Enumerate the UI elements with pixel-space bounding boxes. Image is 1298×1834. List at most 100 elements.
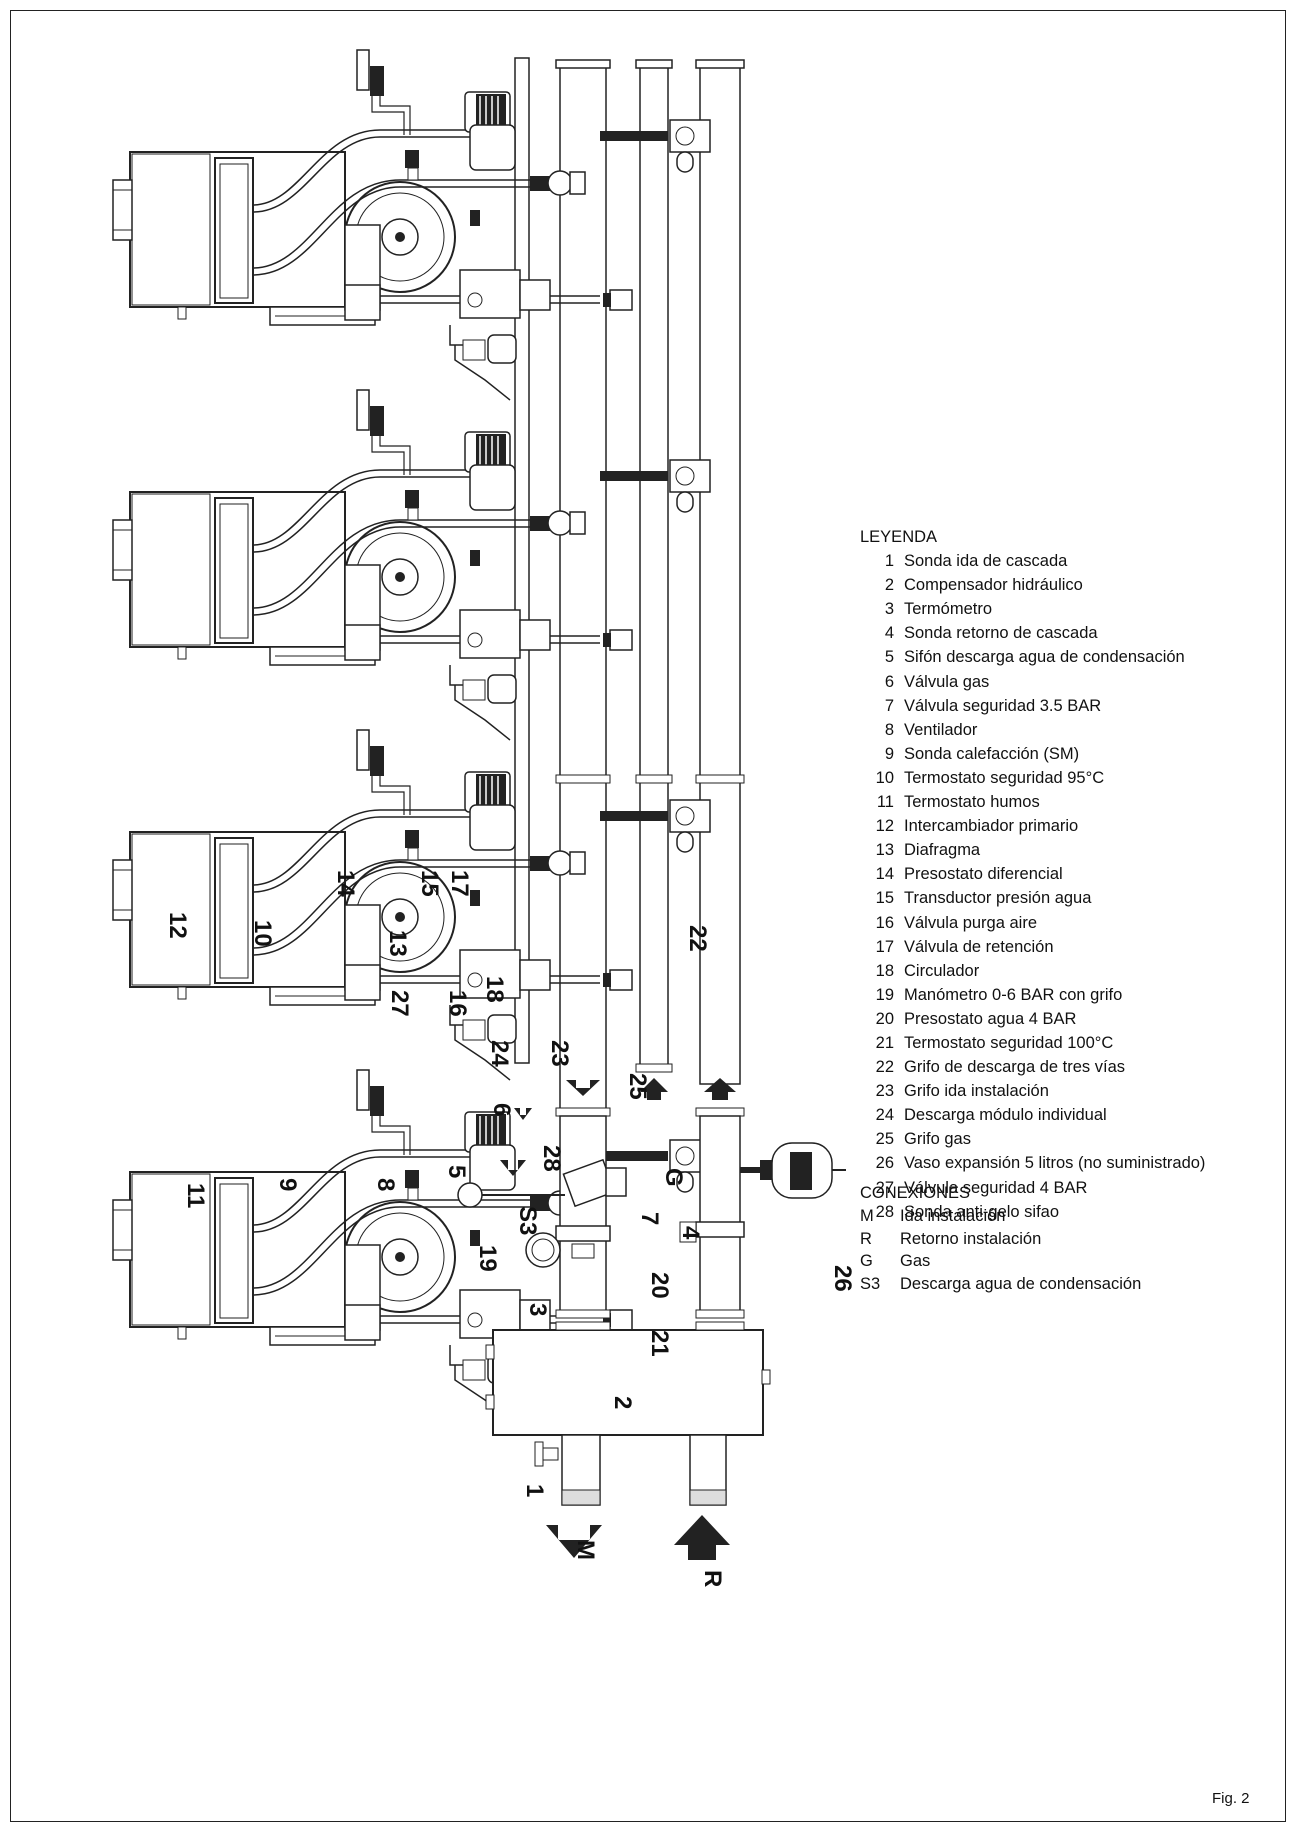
label-28: 28 xyxy=(538,1145,565,1172)
label-21: 21 xyxy=(646,1330,673,1357)
connection-code: M xyxy=(860,1206,874,1225)
figure-label: Fig. 2 xyxy=(1212,1790,1250,1807)
legend-item-text: Transductor presión agua xyxy=(904,889,1092,908)
legend-item-number: 23 xyxy=(875,1082,894,1101)
legend-item-text: Grifo ida instalación xyxy=(904,1082,1049,1101)
label-10: 10 xyxy=(249,920,276,947)
connection-code: S3 xyxy=(860,1275,881,1294)
connection-text: Ida instalación xyxy=(900,1206,1006,1225)
legend-item-number: 17 xyxy=(875,937,894,956)
legend-item: 11 Termostato humos xyxy=(860,790,1205,814)
legend-item: 26 Vaso expansión 5 litros (no suministra… xyxy=(860,1151,1206,1175)
legend-item-text: Manómetro 0-6 BAR con grifo xyxy=(904,985,1123,1004)
legend-item: 23 Grifo ida instalación xyxy=(860,1079,1205,1103)
legend-item-text: Sonda retorno de cascada xyxy=(904,624,1098,643)
label-26: 26 xyxy=(829,1265,856,1292)
label-18: 18 xyxy=(481,976,508,1003)
connection-item: M Ida instalación xyxy=(860,1205,1141,1228)
legend-item-text: Termostato humos xyxy=(904,793,1040,812)
label-S3: S3 xyxy=(514,1206,541,1235)
legend-item-text: Sonda ida de cascada xyxy=(904,552,1068,571)
label-G: G xyxy=(660,1168,687,1187)
legend-item-number: 19 xyxy=(875,985,894,1004)
legend-item-number: 2 xyxy=(884,576,894,595)
legend-item-number: 10 xyxy=(875,768,894,787)
legend-item-text: Válvula de retención xyxy=(904,937,1054,956)
legend-item: 4 Sonda retorno de cascada xyxy=(860,621,1205,645)
page-frame xyxy=(10,10,1286,1822)
legend-item-number: 4 xyxy=(884,624,894,643)
legend-item-text: Vaso expansión 5 litros (no suministrado… xyxy=(904,1154,1206,1173)
legend-item-number: 20 xyxy=(875,1009,894,1028)
legend-item-number: 3 xyxy=(884,600,894,619)
label-12: 12 xyxy=(164,912,191,939)
label-20: 20 xyxy=(646,1272,673,1299)
label-8: 8 xyxy=(372,1178,399,1191)
legend-item: 14 Presostato diferencial xyxy=(860,862,1205,886)
legend-item-number: 1 xyxy=(884,552,894,571)
connections-title: CONEXIONES xyxy=(860,1184,971,1202)
label-5: 5 xyxy=(443,1165,470,1178)
legend-item-number: 15 xyxy=(875,889,894,908)
label-1: 1 xyxy=(521,1484,548,1497)
legend-item-number: 11 xyxy=(876,793,894,812)
connection-item: R Retorno instalación xyxy=(860,1228,1141,1251)
label-4: 4 xyxy=(677,1226,704,1240)
boiler-module-3 xyxy=(112,729,711,1081)
connection-text: Gas xyxy=(900,1252,931,1271)
label-17: 17 xyxy=(446,870,473,897)
label-16: 16 xyxy=(444,990,471,1017)
legend-item-number: 26 xyxy=(875,1154,894,1173)
legend-title: LEYENDA xyxy=(860,528,938,546)
legend-item-text: Intercambiador primario xyxy=(904,817,1079,836)
legend-item-number: 14 xyxy=(875,865,894,884)
legend-item-number: 13 xyxy=(875,841,894,860)
label-2: 2 xyxy=(609,1396,636,1409)
connection-code: G xyxy=(860,1252,873,1271)
legend-item-text: Válvula seguridad 4 BAR xyxy=(904,1178,1088,1197)
legend-item-text: Grifo de descarga de tres vías xyxy=(904,1058,1126,1077)
legend-item-text: Sonda calefacción (SM) xyxy=(904,744,1080,763)
label-7: 7 xyxy=(636,1212,663,1225)
legend-item-number: 5 xyxy=(884,648,894,667)
label-19: 19 xyxy=(474,1245,501,1272)
legend-item-text: Ventilador xyxy=(904,720,978,739)
connection-code: R xyxy=(860,1229,872,1248)
legend-item-text: Válvula gas xyxy=(904,672,990,691)
label-9: 9 xyxy=(274,1178,301,1191)
hydraulic-compensator xyxy=(485,1321,771,1506)
label-13: 13 xyxy=(384,930,411,957)
label-27: 27 xyxy=(386,990,413,1017)
label-15: 15 xyxy=(416,870,443,897)
legend-item-number: 21 xyxy=(875,1033,894,1052)
label-M: M xyxy=(572,1540,599,1560)
legend-item: 12 Intercambiador primario xyxy=(860,814,1205,838)
legend-item-text: Válvula seguridad 3.5 BAR xyxy=(904,696,1102,715)
boiler-module-2 xyxy=(112,389,711,741)
legend-item-number: 24 xyxy=(875,1106,894,1125)
legend-item-text: Presostato diferencial xyxy=(904,865,1063,884)
legend-item-text: Sonda anti-gelo sifao xyxy=(904,1202,1060,1221)
legend-item-number: 9 xyxy=(884,744,894,763)
label-11: 11 xyxy=(182,1183,209,1208)
legend-item-number: 12 xyxy=(875,817,894,836)
label-22: 22 xyxy=(684,925,711,952)
connection-text: Retorno instalación xyxy=(900,1229,1042,1248)
label-R: R xyxy=(699,1570,726,1587)
header-pipes xyxy=(514,57,745,1110)
legend-item-number: 16 xyxy=(875,913,894,932)
diagram-labels: 12 10 14 13 15 17 18 27 16 22 24 23 6 25… xyxy=(164,870,856,1587)
